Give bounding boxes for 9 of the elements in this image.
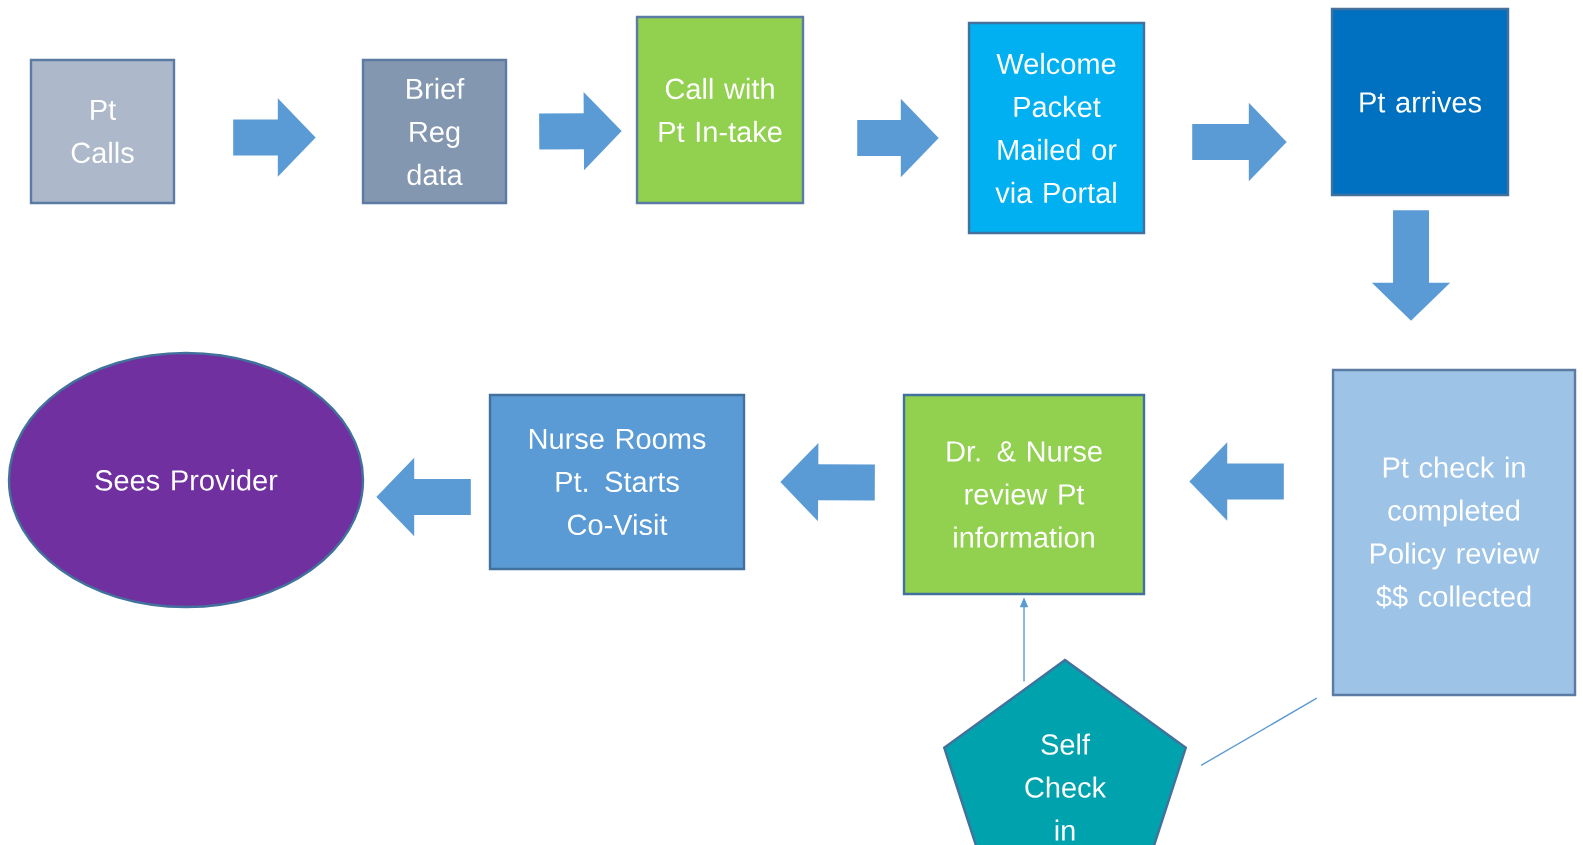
connector-line xyxy=(1200,697,1318,766)
process-box: Pt check in completed Policy review $$ collected xyxy=(1331,368,1577,697)
process-box: Pt Calls xyxy=(29,58,176,205)
process-box: Call with Pt In-take xyxy=(635,15,805,205)
process-box: Dr. & Nurse review Pt information xyxy=(902,393,1146,596)
process-box: Welcome Packet Mailed or via Portal xyxy=(967,21,1146,235)
process-box: Nurse Rooms Pt. Starts Co-Visit xyxy=(488,393,746,571)
process-box: Brief Reg data xyxy=(361,58,508,205)
process-box: Pt arrives xyxy=(1330,7,1510,197)
